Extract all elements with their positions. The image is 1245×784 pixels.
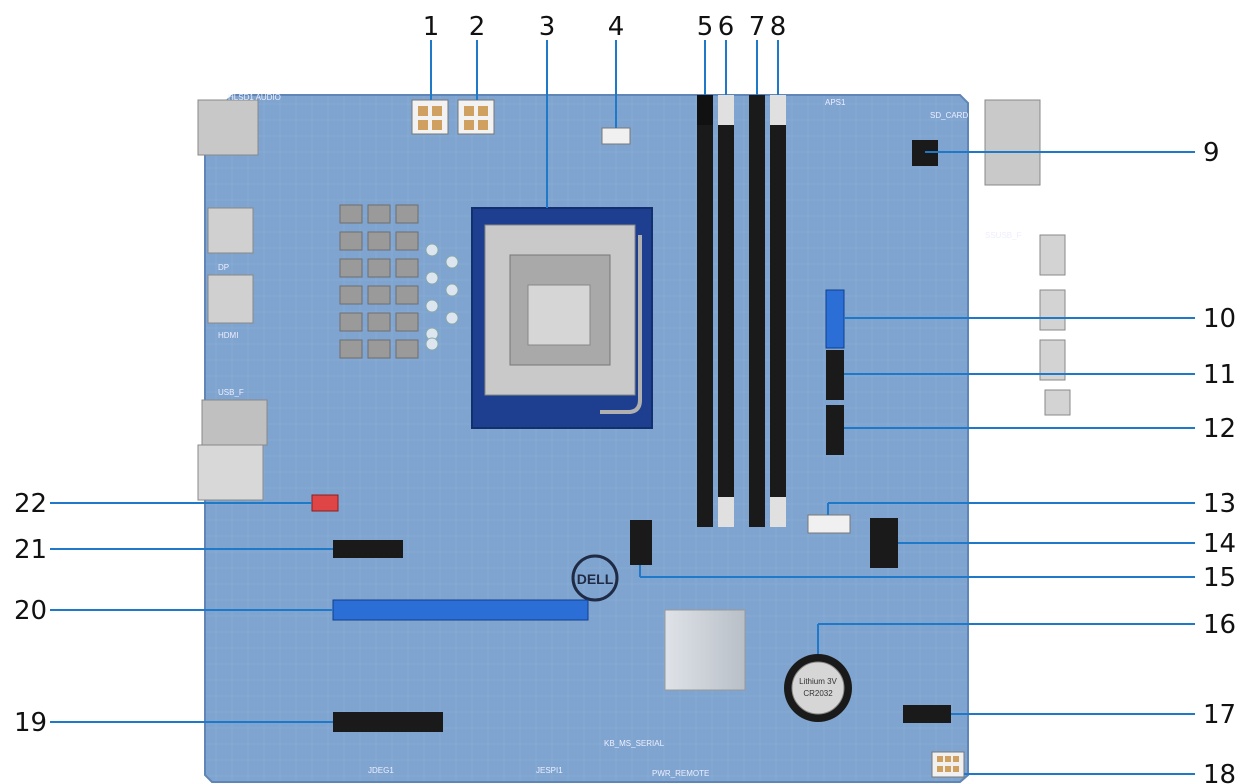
callout-12: 12 [1203,414,1236,444]
label-sd-card: SD_CARD [930,111,968,120]
battery-model: CR2032 [803,689,833,698]
memory-slot-7 [749,95,765,527]
rear-io-panel: HLSD1 AUDIO DP HDMI USB_F [197,93,281,501]
callout-3: 3 [539,12,556,42]
battery-text: Lithium 3V [799,677,837,686]
chipset-heatsink [664,609,746,691]
label-pwr-remote: PWR_REMOTE [652,769,709,778]
callout-1: 1 [423,12,440,42]
label-jespi: JESPI1 [536,766,563,775]
sata-connector-12 [826,405,844,455]
label-hdmi: HDMI [218,331,238,340]
pcie-x1-slot-21 [333,540,403,558]
callout-11: 11 [1203,360,1236,390]
callout-14: 14 [1203,529,1236,559]
callout-20: 20 [14,596,47,626]
callout-numbers: 1 2 3 4 5 6 7 8 9 10 11 12 13 14 15 16 1… [14,12,1236,784]
label-usb: USB_F [218,388,244,397]
dell-logo-text: DELL [577,571,614,587]
cpu-power-connector-2 [457,99,495,135]
label-kb-ms-serial: KB_MS_SERIAL [604,739,665,748]
pcie-x16-slot-20 [332,599,589,621]
power-header-13 [807,514,851,534]
callout-19: 19 [14,708,47,738]
memory-slot-6 [718,95,734,527]
dell-logo: DELL [571,554,619,602]
cpu-power-connector-1 [411,99,449,135]
label-apsi: APS1 [825,98,846,107]
callout-21: 21 [14,535,47,565]
leader-lines [50,40,1195,775]
coin-cell-battery: Lithium 3V CR2032 [784,654,852,722]
label-audio: HLSD1 AUDIO [228,93,281,102]
callout-22: 22 [14,489,47,519]
callout-15: 15 [1203,563,1236,593]
callout-17: 17 [1203,700,1236,730]
motherboard [204,94,969,783]
pcie-x4-slot-19 [333,712,443,732]
label-jdeg: JDEG1 [368,766,394,775]
callout-8: 8 [770,12,787,42]
cpu-socket [471,207,653,429]
m2-wlan-slot [903,705,951,723]
callout-10: 10 [1203,304,1236,334]
callout-4: 4 [608,12,625,42]
power-connector-18 [931,751,965,778]
callout-13: 13 [1203,489,1236,519]
callout-18: 18 [1203,760,1236,784]
memory-slot-5 [697,95,713,527]
callout-7: 7 [749,12,766,42]
label-ssusb: SSUSB_F [985,231,1022,240]
callout-2: 2 [469,12,486,42]
atx-power-connector-14 [870,518,898,568]
cpu-fan-header [601,127,631,145]
callout-6: 6 [718,12,735,42]
system-fan-header [311,494,339,512]
callout-16: 16 [1203,610,1236,640]
sata-connector-11 [826,350,844,400]
m2-ssd-slot [630,520,652,565]
vrm-capacitors [425,243,459,351]
vrm-chokes [339,204,419,359]
sata-connector-10 [825,289,845,349]
label-dp: DP [218,263,229,272]
callout-9: 9 [1203,138,1220,168]
callout-5: 5 [697,12,714,42]
memory-slot-8 [770,95,786,527]
